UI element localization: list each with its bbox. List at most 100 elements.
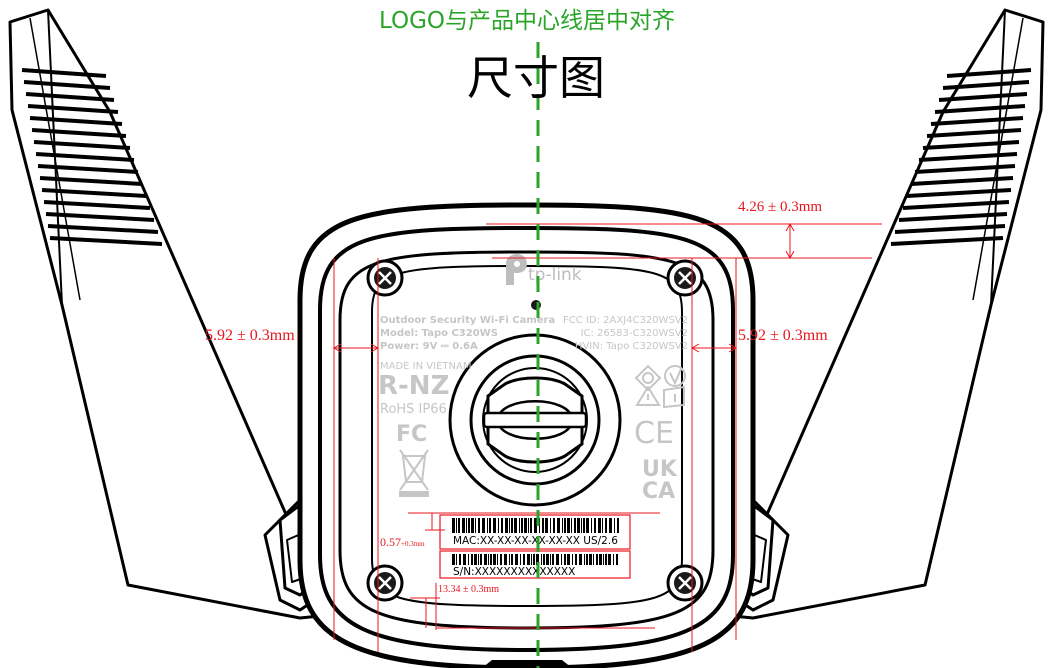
barcode-bar	[594, 518, 596, 533]
sn-barcode-sticker: S/N:XXXXXXXXXXXXXX	[439, 550, 631, 579]
barcode-bar	[614, 518, 615, 533]
barcode-bar	[468, 554, 469, 565]
barcode-bar	[524, 518, 527, 533]
barcode-bar	[459, 554, 461, 565]
barcode-bar	[463, 554, 466, 565]
body-inner-rim	[318, 225, 735, 653]
bottom-vent	[482, 660, 572, 668]
barcode-bar	[468, 518, 470, 533]
barcode-bar	[534, 518, 537, 533]
barcode-bar	[515, 554, 518, 565]
product-label: Outdoor Security Wi-Fi Camera Model: Tap…	[378, 315, 688, 504]
right-dimension-label: 5.92 ± 0.3mm	[738, 327, 828, 344]
barcode-bar	[567, 554, 570, 565]
rohs-mark: RoHS IP66	[380, 402, 447, 417]
barcode-bar	[608, 554, 611, 565]
barcode-bar	[579, 554, 582, 565]
dimension-labels: 4.26 ± 0.3mm 5.92 ± 0.3mm 5.92 ± 0.3mm 0…	[205, 199, 828, 595]
barcode-bar	[602, 518, 603, 533]
barcode-bar	[598, 518, 601, 533]
barcode-bar	[493, 554, 496, 565]
barcode-bar	[575, 554, 577, 565]
barcode-bar	[562, 518, 563, 533]
barcode-bar	[584, 554, 585, 565]
barcode-bar	[531, 554, 532, 565]
ic-text: IC: 26583-C320WSV2	[581, 328, 688, 339]
label-line-4: MADE IN VIETNAM	[380, 361, 471, 372]
barcode-bar	[571, 518, 572, 533]
barcode-bar	[542, 518, 544, 533]
mac-barcode-bars	[452, 518, 619, 533]
barcode-bar	[511, 518, 513, 533]
barcode-bar	[498, 518, 499, 533]
barcode-bar	[586, 518, 589, 533]
barcode-bar	[490, 554, 492, 565]
barcode-bar	[484, 554, 487, 565]
ukca-bottom: CA	[642, 479, 675, 504]
rcm-icon	[634, 364, 662, 392]
barcode-bar	[556, 554, 559, 565]
barcode-bar	[475, 518, 476, 533]
barcode-bar	[596, 554, 598, 565]
barcode-bar	[520, 554, 521, 565]
barcode-bar	[616, 554, 618, 565]
ukca-top: UK	[642, 457, 678, 482]
barcode-bar	[466, 518, 467, 533]
logo-alignment-note: LOGO与产品中心线居中对齐	[379, 8, 675, 34]
barcode-bar	[511, 554, 513, 565]
tp-link-logo-icon	[506, 254, 527, 285]
ce-mark: CE	[634, 416, 674, 451]
barcode-bar	[514, 518, 517, 533]
barcode-bar	[593, 554, 594, 565]
manual-icon	[663, 385, 685, 409]
barcode-bar	[553, 518, 555, 533]
hvin-text: HVIN: Tapo C320WSV2	[575, 341, 688, 352]
barcode-bar	[488, 554, 489, 565]
barcode-bar	[552, 554, 554, 565]
label-line-2: Model: Tapo C320WS	[380, 328, 498, 339]
barcode-bar	[561, 554, 562, 565]
barcode-bar	[471, 518, 474, 533]
barcode-bar	[456, 518, 457, 533]
barcode-bar	[480, 554, 482, 565]
serial-number-text: S/N:XXXXXXXXXXXXXX	[453, 566, 575, 578]
barcode-bar	[613, 554, 614, 565]
barcode-bar	[564, 518, 566, 533]
label-line-1: Outdoor Security Wi-Fi Camera	[380, 315, 555, 326]
barcode-bar	[521, 518, 523, 533]
screw-bottom-left	[366, 564, 404, 602]
top-dimension-label: 4.26 ± 0.3mm	[738, 199, 822, 215]
barcode-bar	[599, 554, 602, 565]
bottom-dimension-label: 13.34 ± 0.3mm	[438, 584, 499, 595]
barcode-bar	[609, 518, 612, 533]
barcode-bar	[471, 554, 473, 565]
barcode-bar	[536, 554, 539, 565]
barcode-bar	[497, 554, 498, 565]
left-dimension-label: 5.92 ± 0.3mm	[205, 327, 295, 344]
barcode-bar	[482, 518, 485, 533]
barcode-bar	[478, 518, 480, 533]
barcode-bar	[572, 554, 573, 565]
page-title: 尺寸图	[467, 51, 605, 105]
barcode-bar	[603, 554, 604, 565]
rnz-mark: R-NZ	[378, 371, 449, 401]
barcode-bar	[504, 554, 507, 565]
barcode-bar	[489, 518, 491, 533]
small-dimension-value: 0.57	[380, 535, 401, 549]
barcode-bar	[567, 518, 570, 533]
barcode-bar	[617, 518, 619, 533]
barcode-bar	[550, 518, 551, 533]
mac-barcode-sticker: MAC:XX-XX-XX-XX-XX-XX US/2.6	[439, 514, 631, 550]
barcode-bar	[493, 518, 496, 533]
barcode-bar	[605, 554, 607, 565]
barcode-bar	[546, 554, 549, 565]
barcode-bar	[586, 554, 588, 565]
sn-barcode-bars	[452, 554, 618, 565]
barcode-bar	[528, 518, 529, 533]
barcode-bar	[543, 554, 545, 565]
fcc-id-text: FCC ID: 2AXJ4C320WSV2	[563, 315, 688, 326]
barcode-bar	[591, 518, 592, 533]
dimension-lines	[332, 222, 882, 652]
barcode-bar	[501, 518, 503, 533]
barcode-bar	[519, 518, 520, 533]
